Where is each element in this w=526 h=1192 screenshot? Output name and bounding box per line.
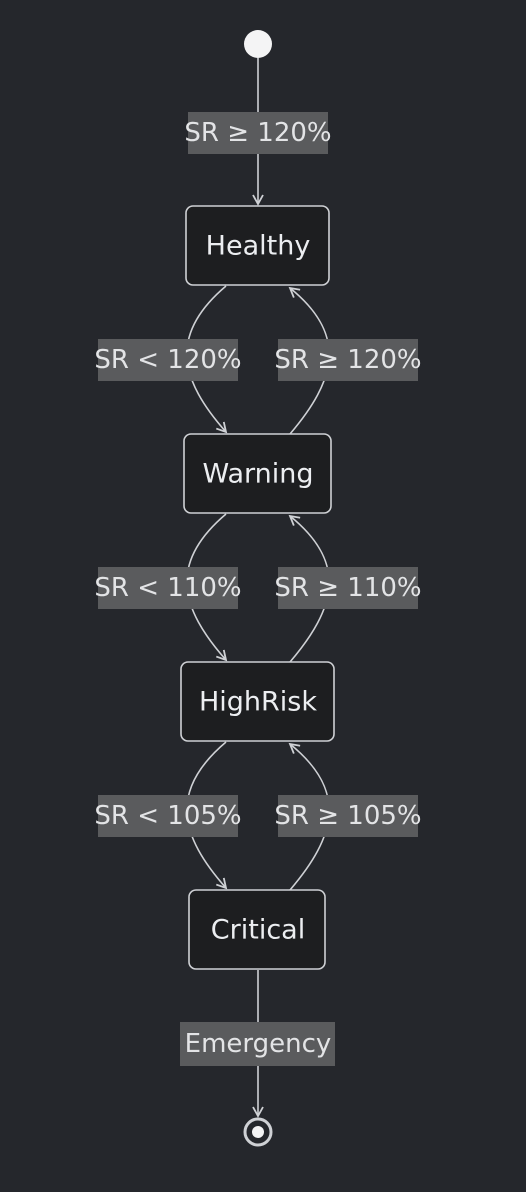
edge-label-critical-to-end: Emergency xyxy=(180,1022,335,1066)
start-node-icon xyxy=(244,30,272,58)
state-highrisk[interactable]: HighRisk xyxy=(180,661,335,742)
edge-label-highrisk-to-warning-text: SR ≥ 110% xyxy=(274,573,421,603)
edge-label-start-to-healthy-text: SR ≥ 120% xyxy=(184,118,331,148)
edge-label-warning-to-healthy-text: SR ≥ 120% xyxy=(274,345,421,375)
edge-label-healthy-to-warning-text: SR < 120% xyxy=(94,345,241,375)
state-healthy[interactable]: Healthy xyxy=(185,205,330,286)
edge-label-healthy-to-warning: SR < 120% xyxy=(94,339,242,381)
edge-label-highrisk-to-warning: SR ≥ 110% xyxy=(274,567,422,609)
edge-label-warning-to-highrisk: SR < 110% xyxy=(94,567,242,609)
state-healthy-label: Healthy xyxy=(206,231,311,262)
edge-label-critical-to-end-text: Emergency xyxy=(185,1029,332,1059)
state-warning-label: Warning xyxy=(202,459,313,490)
state-warning[interactable]: Warning xyxy=(183,433,332,514)
state-highrisk-label: HighRisk xyxy=(199,687,317,718)
end-node-icon xyxy=(243,1117,273,1147)
edge-label-highrisk-to-critical-text: SR < 105% xyxy=(94,801,241,831)
state-critical[interactable]: Critical xyxy=(188,889,326,970)
edge-label-critical-to-highrisk: SR ≥ 105% xyxy=(274,795,422,837)
edge-label-highrisk-to-critical: SR < 105% xyxy=(94,795,242,837)
state-critical-label: Critical xyxy=(211,915,305,946)
edge-label-warning-to-highrisk-text: SR < 110% xyxy=(94,573,241,603)
edge-label-start-to-healthy: SR ≥ 120% xyxy=(184,112,332,154)
edge-label-critical-to-highrisk-text: SR ≥ 105% xyxy=(274,801,421,831)
edge-label-warning-to-healthy: SR ≥ 120% xyxy=(274,339,422,381)
